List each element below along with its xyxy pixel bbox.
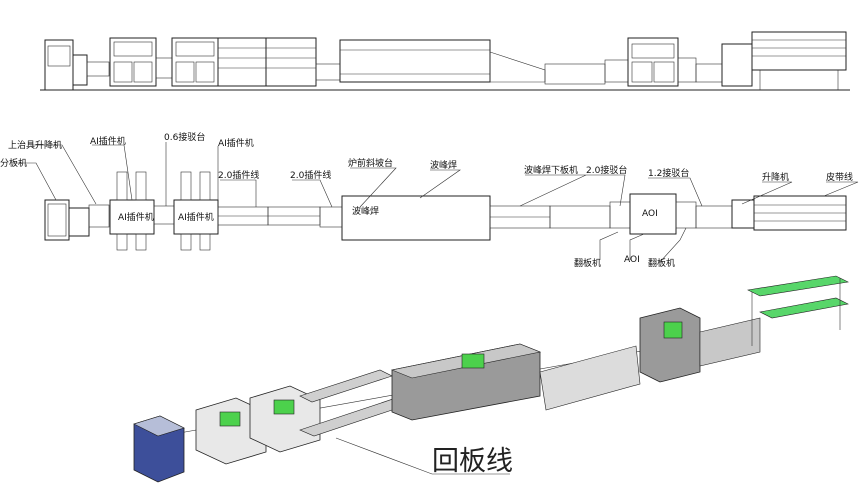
ai-inserter-1-block [109, 199, 155, 235]
label-lifter: 升降机 [762, 171, 789, 183]
label-aoi-bottom: AOI [624, 255, 640, 265]
plan-view: AI插件机 AI插件机 波峰焊 AOI 上治具升降机 分板机 AI插件机 0.6… [0, 131, 859, 269]
isometric-view: 回板线 [133, 275, 849, 483]
splitter-block [44, 199, 70, 241]
label-ai-inserter-2: AI插件机 [218, 137, 254, 149]
label-return-line: 回板线 [432, 446, 513, 477]
front-elevation-view [40, 31, 850, 91]
ai-2-inline-text: AI插件机 [178, 211, 214, 223]
ai-1-inline-text: AI插件机 [118, 211, 154, 223]
label-wave-solder: 波峰焊 [430, 159, 457, 171]
label-transfer-12: 1.2接驳台 [648, 167, 689, 179]
label-upper-fixture-lifter: 上治具升降机 [8, 139, 62, 151]
label-insert-line-20-b: 2.0插件线 [290, 169, 331, 181]
wave-inline-text: 波峰焊 [352, 205, 379, 217]
label-ai-inserter-1: AI插件机 [90, 135, 126, 147]
wave-solder-block [341, 195, 491, 241]
label-pre-furnace-slope: 炉前斜坡台 [348, 157, 393, 169]
label-flip-1: 翻板机 [574, 257, 601, 269]
label-wave-unload: 波峰焊下板机 [524, 164, 578, 176]
label-flip-2: 翻板机 [648, 257, 675, 269]
label-splitter: 分板机 [0, 157, 27, 169]
aoi-block [629, 193, 677, 235]
label-transfer-06: 0.6接驳台 [164, 131, 205, 143]
label-transfer-20: 2.0接驳台 [586, 164, 627, 176]
label-belt-line: 皮带线 [826, 171, 853, 183]
label-insert-line-20-a: 2.0插件线 [218, 169, 259, 181]
aoi-inline-text: AOI [642, 209, 658, 219]
